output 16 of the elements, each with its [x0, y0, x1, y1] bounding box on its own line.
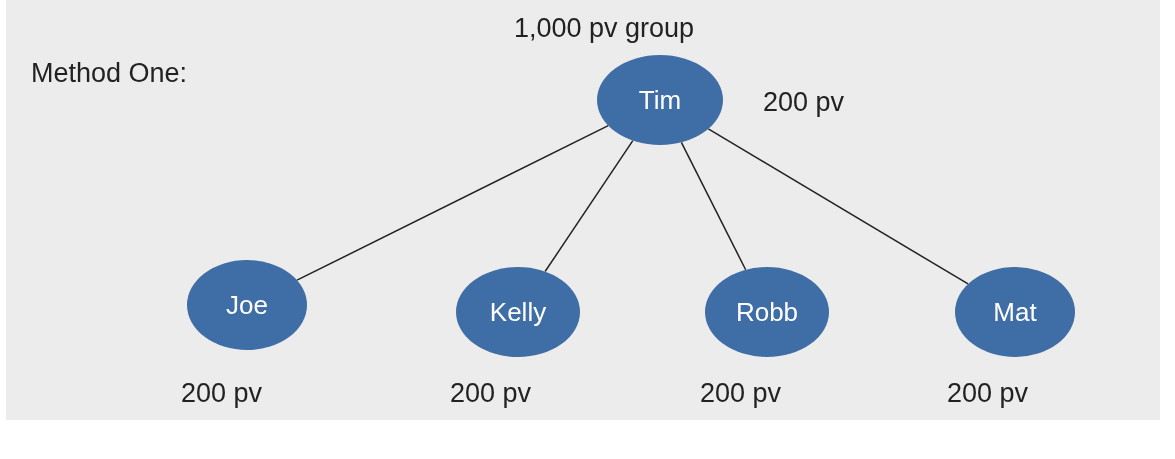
connector-line — [680, 141, 747, 271]
connector-line — [707, 128, 969, 285]
group-total-label: 1,000 pv group — [514, 13, 695, 44]
points-label: 200 pv — [700, 378, 782, 409]
person-name: Mat — [993, 296, 1037, 328]
person-name: Kelly — [489, 296, 547, 328]
person-name: Tim — [638, 84, 682, 116]
connector-line — [544, 139, 634, 273]
diagram-title: Method One: — [31, 58, 188, 89]
points-label: 200 pv — [763, 87, 845, 118]
person-name: Joe — [226, 289, 268, 321]
points-label: 200 pv — [181, 378, 263, 409]
connector-line — [296, 124, 609, 281]
points-label: 200 pv — [450, 378, 532, 409]
person-name: Robb — [735, 296, 799, 328]
points-label: 200 pv — [947, 378, 1029, 409]
